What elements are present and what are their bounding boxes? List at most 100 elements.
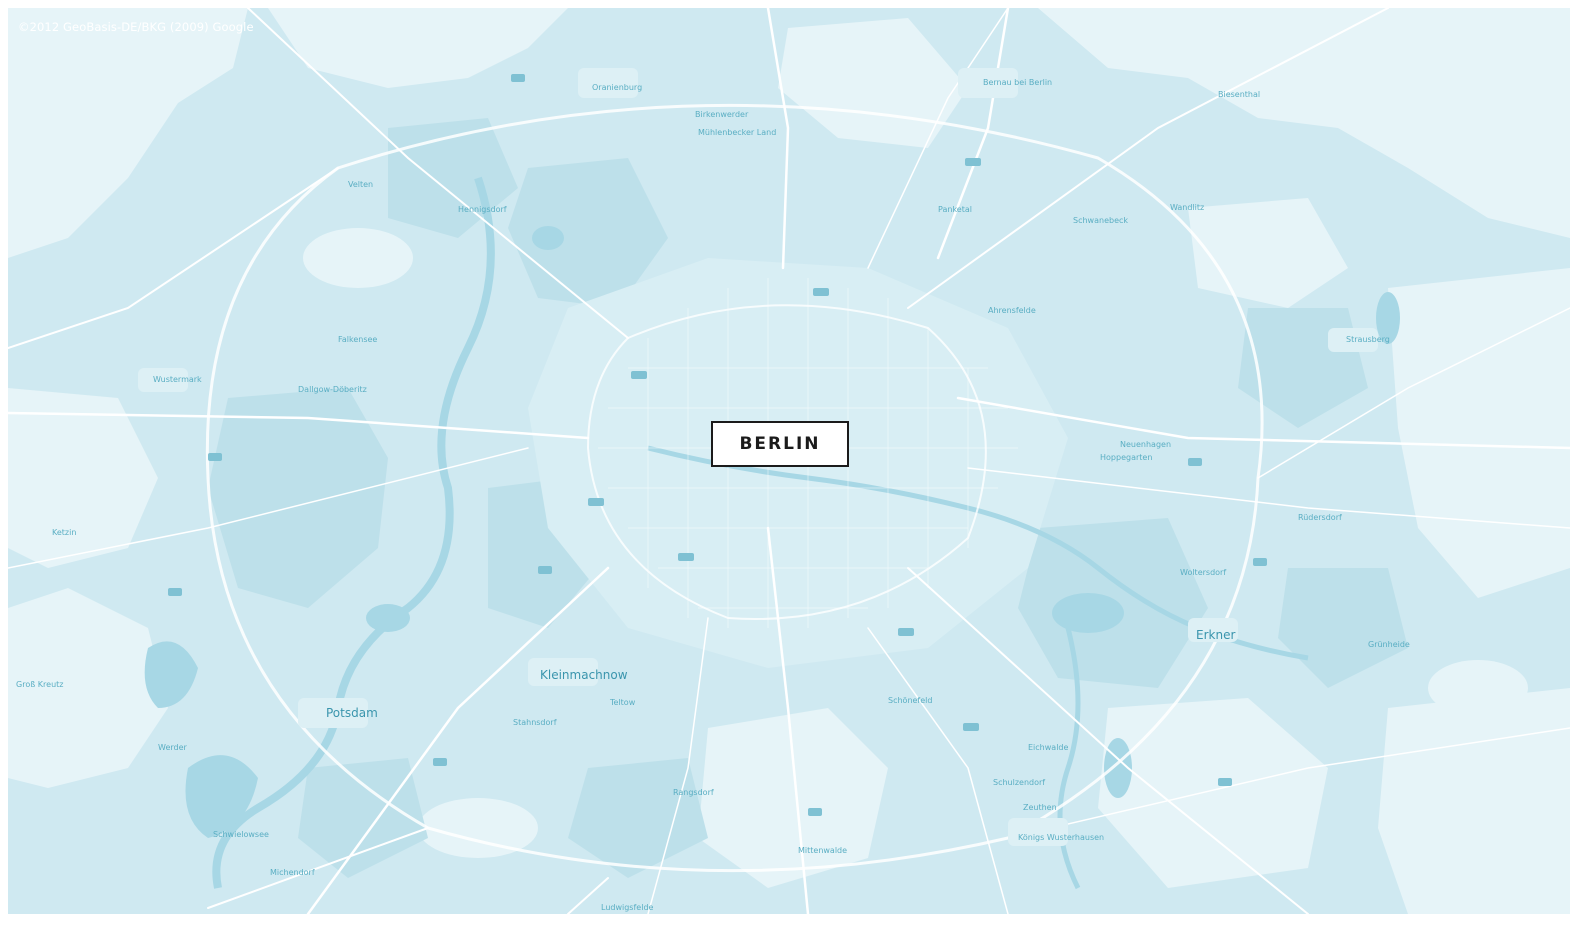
place-label-schwanebeck: Schwanebeck xyxy=(1073,216,1129,225)
shield-2 xyxy=(631,371,647,379)
settlement-3 xyxy=(958,68,1018,98)
open-land-northwest xyxy=(8,8,248,258)
shield-9 xyxy=(208,453,222,461)
forest-southwest xyxy=(298,758,428,878)
place-label-kleinmachnow: Kleinmachnow xyxy=(540,668,628,682)
open-land-center-north xyxy=(778,18,968,148)
road-b2 xyxy=(867,8,1009,269)
settlements xyxy=(138,68,1378,846)
place-label-koenigs-wusterhausen: Königs Wusterhausen xyxy=(1018,833,1105,842)
open-land-southeast-2 xyxy=(1378,688,1570,914)
road-south xyxy=(766,526,810,914)
settlement-8 xyxy=(528,658,598,686)
shield-4 xyxy=(965,158,981,166)
open-land-blob-2 xyxy=(1428,660,1528,716)
place-label-werder: Werder xyxy=(158,743,187,752)
open-land-southwest xyxy=(8,588,168,788)
shield-16 xyxy=(168,588,182,596)
open-land-blob-3 xyxy=(418,798,538,858)
open-land-northeast xyxy=(1038,8,1570,238)
map-canvas[interactable]: Potsdam Kleinmachnow Wustermark Falkensee He… xyxy=(8,8,1570,914)
settlement-4 xyxy=(1188,618,1238,642)
settlement-1 xyxy=(298,698,368,728)
shield-5 xyxy=(1188,458,1202,466)
shield-11 xyxy=(538,566,552,574)
map-tiles xyxy=(8,8,1570,914)
forest-spandau xyxy=(208,388,388,608)
road-southeast-2 xyxy=(1007,727,1570,839)
lake-schwielowsee xyxy=(185,755,258,838)
place-label-gruenheide: Grünheide xyxy=(1368,640,1410,649)
place-label-potsdam: Potsdam xyxy=(326,706,378,720)
settlement-5 xyxy=(1328,328,1378,352)
shield-7 xyxy=(963,723,979,731)
forest-tegel xyxy=(508,158,668,308)
place-label-teltow: Teltow xyxy=(610,698,636,707)
inner-ring xyxy=(586,304,987,620)
place-label-eichwalde: Eichwalde xyxy=(1028,743,1069,752)
road-a9 xyxy=(567,877,609,914)
shield-6 xyxy=(898,628,914,636)
lake-east xyxy=(1376,292,1400,344)
open-land-west xyxy=(8,388,158,568)
place-label-strausberg: Strausberg xyxy=(1346,335,1390,344)
road-a24 xyxy=(8,167,339,349)
map-attribution: ©2012 GeoBasis-DE/BKG (2009) Google xyxy=(18,20,254,34)
lake-wannsee xyxy=(366,604,410,632)
shield-13 xyxy=(1218,778,1232,786)
road-northeast xyxy=(907,8,1389,309)
place-label-falkensee: Falkensee xyxy=(338,335,378,344)
road-a10-north xyxy=(766,8,790,270)
road-b96 xyxy=(647,617,709,914)
place-label-rangsdorf: Rangsdorf xyxy=(673,788,714,797)
open-land-southeast xyxy=(1098,698,1328,888)
open-land-north xyxy=(268,8,568,88)
road-b5 xyxy=(8,447,529,569)
road-northwest xyxy=(247,8,629,339)
road-south-2 xyxy=(207,827,429,909)
settlement-2 xyxy=(138,368,188,392)
forest-south xyxy=(568,758,708,878)
road-b1 xyxy=(967,467,1570,529)
place-label-hennigsdorf: Hennigsdorf xyxy=(458,205,507,214)
place-label-schoenefeld: Schönefeld xyxy=(888,696,933,705)
place-label-panketal: Panketal xyxy=(938,205,972,214)
open-land xyxy=(8,8,1570,914)
shield-15 xyxy=(433,758,447,766)
road-southeast xyxy=(907,567,1309,914)
place-label-dallgow: Dallgow-Döberitz xyxy=(298,385,367,394)
place-label-oranienburg: Oranienburg xyxy=(592,83,643,92)
road-shields xyxy=(168,74,1267,816)
place-label-gross-kreutz: Groß Kreutz xyxy=(16,680,64,689)
place-label-ahrensfelde: Ahrensfelde xyxy=(988,306,1036,315)
shield-10 xyxy=(678,553,694,561)
settlement-6 xyxy=(578,68,638,98)
place-label-woltersdorf: Woltersdorf xyxy=(1180,568,1227,577)
place-label-hoppegarten: Hoppegarten xyxy=(1100,453,1153,462)
city-label-berlin[interactable]: BERLIN xyxy=(711,421,849,467)
lake-templin xyxy=(144,641,198,708)
shield-14 xyxy=(808,808,822,816)
open-land-south xyxy=(698,708,888,888)
roads xyxy=(8,8,1570,914)
place-label-luedersdorf: Rüdersdorf xyxy=(1298,513,1342,522)
water xyxy=(144,176,1400,890)
place-label-muehlenbecker: Mühlenbecker Land xyxy=(698,128,777,137)
river-dahme xyxy=(1057,627,1081,890)
place-label-michendorf: Michendorf xyxy=(270,868,315,877)
settlement-7 xyxy=(1008,818,1068,846)
road-a11 xyxy=(936,8,1010,260)
place-label-zeuthen: Zeuthen xyxy=(1023,803,1057,812)
shield-1 xyxy=(511,74,525,82)
river-havel xyxy=(212,176,495,889)
road-b179 xyxy=(867,627,1009,914)
place-label-wustermark: Wustermark xyxy=(153,375,202,384)
place-label-mittenwalde: Mittenwalde xyxy=(798,846,848,855)
place-label-erkner: Erkner xyxy=(1196,628,1236,642)
shield-12 xyxy=(1253,558,1267,566)
road-west xyxy=(8,411,590,440)
road-southwest xyxy=(306,566,610,914)
open-land-east xyxy=(1388,268,1570,598)
road-east-2 xyxy=(1257,307,1570,479)
lake-mueggelsee xyxy=(1052,593,1124,633)
